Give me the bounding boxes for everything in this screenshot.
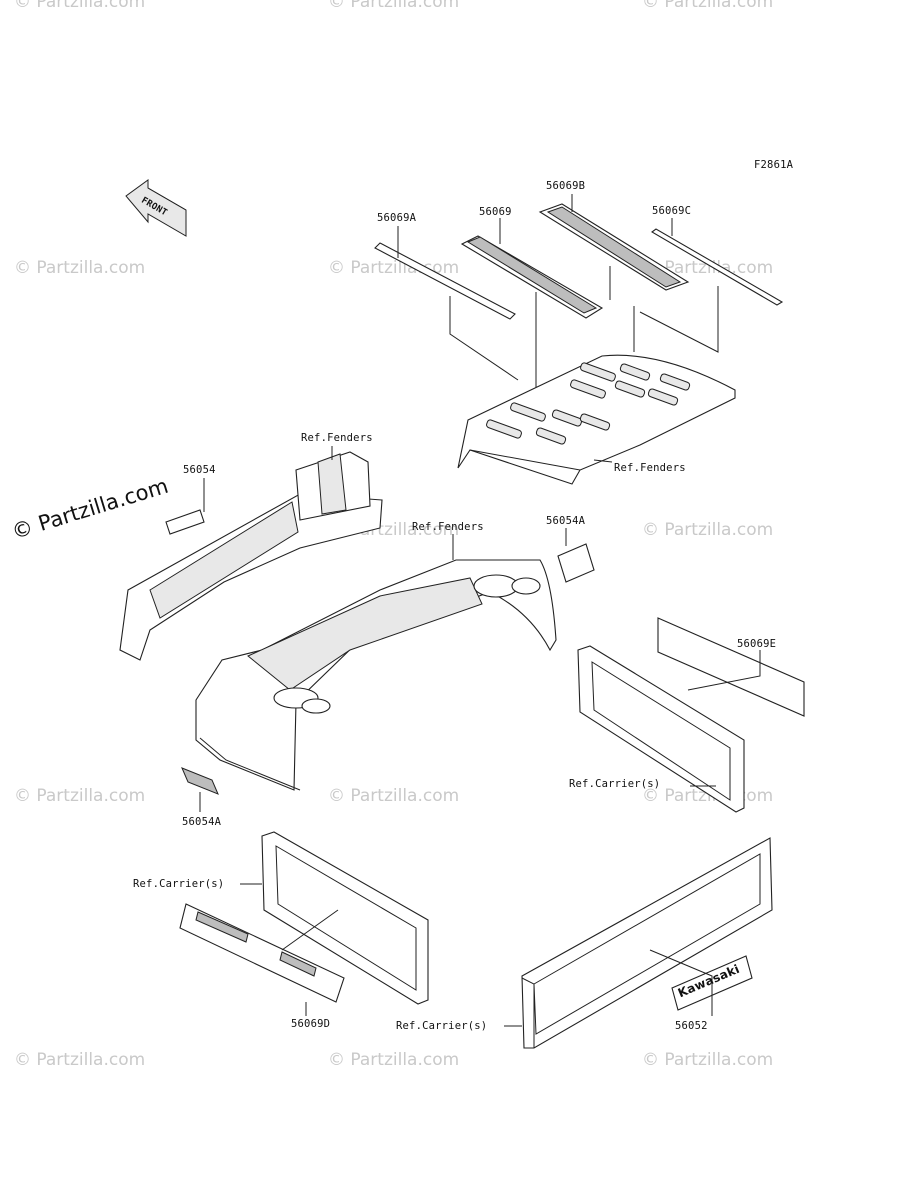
ref-label: Ref.Carrier(s) — [133, 878, 225, 890]
watermark: © Partzilla.com — [328, 0, 460, 12]
main-fender — [195, 559, 557, 791]
part-label: 56069C — [652, 205, 692, 217]
watermark: © Partzilla.com — [14, 1050, 146, 1070]
ref-label: Ref.Fenders — [301, 432, 373, 444]
watermark: © Partzilla.com — [642, 258, 774, 278]
rear-fender — [457, 354, 736, 485]
decal-strip-56069 — [460, 235, 604, 319]
figure-code: F2861A — [754, 159, 794, 171]
part-label: 56054A — [182, 816, 222, 828]
part-label: 56069A — [377, 212, 417, 224]
part-label: 56069D — [291, 1018, 331, 1030]
carrier-side-panel-left — [261, 831, 429, 1005]
decal-strip-56069a — [374, 242, 516, 320]
watermark: © Partzilla.com — [642, 1050, 774, 1070]
decal-strip-56069e — [657, 617, 805, 717]
part-label: 56069B — [546, 180, 586, 192]
watermark: © Partzilla.com — [328, 1050, 460, 1070]
part-label: 56054 — [183, 464, 216, 476]
watermark: © Partzilla.com — [14, 786, 146, 806]
ref-label: Ref.Fenders — [412, 521, 484, 533]
carrier-side-panel-right — [577, 645, 745, 813]
decal-strip-56069c — [651, 228, 784, 306]
watermark: © Partzilla.com — [14, 0, 146, 12]
front-grille-fender — [119, 451, 383, 661]
decal-strip-56069b — [538, 203, 690, 291]
front-arrow-icon — [125, 179, 187, 237]
ref-label: Ref.Fenders — [614, 462, 686, 474]
decal-56054a-bottom — [181, 767, 219, 795]
ref-label: Ref.Carrier(s) — [396, 1020, 488, 1032]
watermark: © Partzilla.com — [642, 0, 774, 12]
decal-56054 — [165, 509, 205, 535]
decal-56054a-top — [557, 543, 595, 583]
part-label: 56052 — [675, 1020, 708, 1032]
ref-label: Ref.Carrier(s) — [569, 778, 661, 790]
decal-strip-56069d — [179, 903, 345, 1003]
part-label: 56054A — [546, 515, 586, 527]
watermark: © Partzilla.com — [328, 786, 460, 806]
tailgate — [521, 837, 773, 1049]
part-label: 56069 — [479, 206, 512, 218]
watermark: © Partzilla.com — [642, 520, 774, 540]
watermark: © Partzilla.com — [14, 258, 146, 278]
part-label: 56069E — [737, 638, 777, 650]
